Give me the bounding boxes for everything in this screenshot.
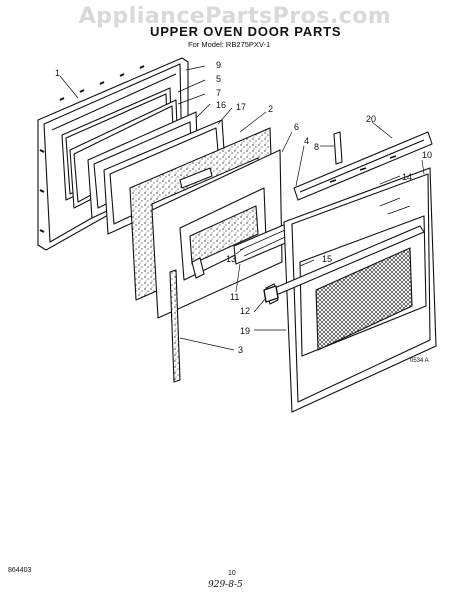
watermark: AppliancePartsPros.com (78, 4, 392, 29)
callout-20: 20 (366, 114, 376, 124)
side-trim-strip (169, 269, 181, 383)
callout-4: 4 (304, 136, 309, 146)
footer-document-code: 864403 (8, 567, 32, 574)
callout-14: 14 (402, 172, 412, 182)
outer-door-frame (283, 167, 437, 413)
callout-2: 2 (268, 104, 273, 114)
model-number: For Model: RB275PXV-1 (188, 40, 271, 49)
callout-19: 19 (240, 326, 250, 336)
handle-end-cap (263, 285, 279, 303)
callout-12: 12 (240, 306, 250, 316)
callout-3: 3 (238, 345, 243, 355)
callout-17: 17 (236, 102, 246, 112)
callout-11: 11 (230, 292, 239, 302)
callout-13: 13 (226, 254, 236, 264)
callout-9: 9 (216, 60, 221, 70)
callout-6: 6 (294, 122, 299, 132)
page-title: UPPER OVEN DOOR PARTS (150, 24, 342, 39)
callout-15: 15 (322, 254, 332, 264)
callout-5: 5 (216, 74, 221, 84)
callout-1: 1 (55, 68, 60, 78)
callout-16: 16 (216, 100, 226, 110)
footer-page-number: 10 (228, 570, 236, 577)
footer-handwritten-note: 929-8-5 (208, 580, 243, 590)
callout-labels: 1 9 5 7 16 2 17 6 4 20 8 10 14 15 13 11 … (55, 60, 432, 355)
drawing-reference-code: 0534 A (410, 358, 429, 364)
callout-10: 10 (422, 150, 432, 160)
leader-lines (59, 65, 425, 351)
small-bracket-part (333, 131, 343, 165)
top-trim-rail (293, 131, 433, 201)
callout-7: 7 (216, 88, 221, 98)
hinge-clip-part (191, 257, 205, 279)
callout-8: 8 (314, 142, 319, 152)
